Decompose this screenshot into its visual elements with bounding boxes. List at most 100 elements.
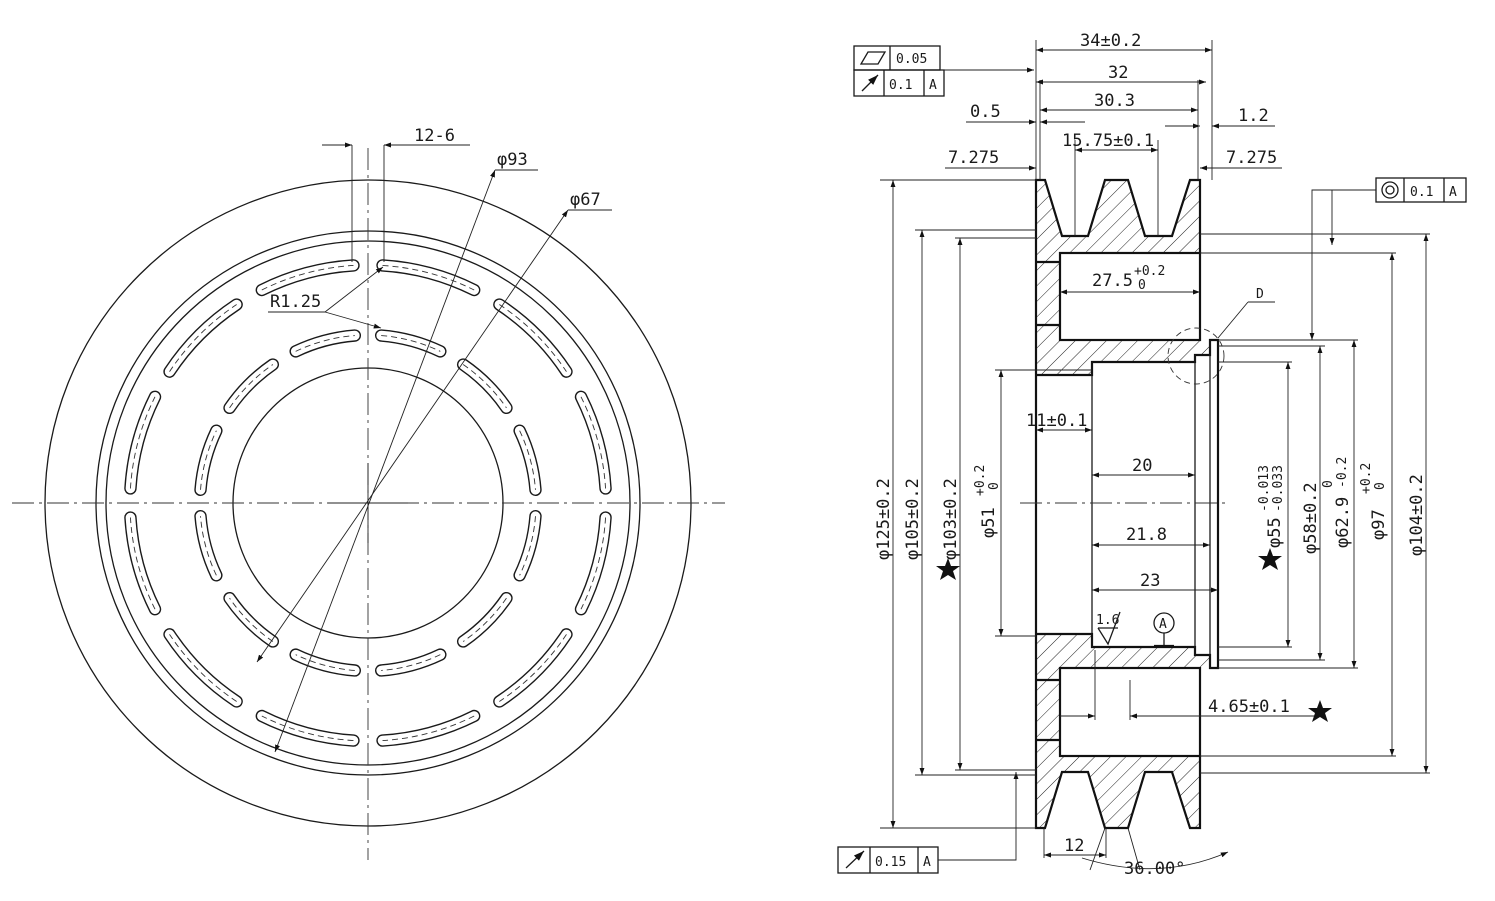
- runout-bottom-icon: [845, 850, 865, 869]
- datum-a-symbol: A: [1153, 612, 1175, 648]
- runout-bottom-frame: 0.15 A: [837, 846, 939, 874]
- dim-dia97-tol-low: 0: [1373, 482, 1388, 490]
- dim-dia105-label: φ105±0.2: [903, 478, 923, 560]
- lower-hole: [1058, 666, 1202, 758]
- slot-centerline: [200, 516, 217, 576]
- flatness-icon: [859, 51, 887, 65]
- slot-arc: [255, 259, 360, 297]
- dim-dia104-label: φ104±0.2: [1407, 474, 1427, 556]
- detail-circle: [1167, 327, 1225, 385]
- dim-4-65-label: 4.65±0.1: [1208, 697, 1290, 717]
- front-view: 12-6 φ93 φ67 R1.25: [12, 126, 725, 860]
- section-view: D 34±0.2 32 30.3 0.5 1.2 15.75±0.1 7.275…: [837, 31, 1467, 879]
- slot-arc: [255, 709, 360, 747]
- slot-arc: [574, 390, 612, 495]
- runout-icon: [861, 74, 879, 92]
- slot-arc: [163, 628, 243, 708]
- svg-text:1.6: 1.6: [1096, 613, 1119, 628]
- slot-arc: [223, 592, 279, 648]
- dim-15-75-label: 15.75±0.1: [1062, 131, 1154, 151]
- upper-rim-outline: [1034, 178, 1202, 262]
- slot-arc: [457, 358, 513, 414]
- slot-arc: [124, 511, 162, 616]
- dim-20-label: 20: [1132, 456, 1152, 476]
- hatch-lower-rim: [1036, 740, 1200, 828]
- hatch-upper-hub: [1036, 325, 1210, 375]
- dim-dia97-tol-up: +0.2: [1359, 463, 1374, 494]
- slot-arc: [124, 390, 162, 495]
- svg-text:A: A: [929, 78, 937, 93]
- dim-dia55-label: φ55: [1265, 517, 1285, 548]
- dim-dia97-label: φ97: [1369, 509, 1389, 540]
- dim-dia51-tol-low: 0: [987, 482, 1002, 490]
- runout-top-frame: 0.1 A: [853, 69, 945, 97]
- dim-30-3-label: 30.3: [1094, 91, 1135, 111]
- dim-34-label: 34±0.2: [1080, 31, 1141, 51]
- concentricity-frame: 0.1 A: [1375, 177, 1467, 203]
- hatch-upper-web: [1036, 262, 1060, 325]
- slot-dim-label: 12-6: [414, 126, 455, 146]
- dim-dia62-tol-low: -0.2: [1335, 457, 1350, 488]
- dim-12-label: 12: [1064, 836, 1084, 856]
- star-icon-4-65: [1308, 700, 1332, 722]
- svg-text:A: A: [923, 855, 931, 870]
- slot-arc: [163, 298, 243, 378]
- dim-27-5-label: 27.5: [1092, 271, 1133, 291]
- dim-dia51-tol-up: +0.2: [973, 465, 988, 496]
- radius-leader-2: [324, 311, 382, 329]
- dim-dia55-tol-low: -0.033: [1271, 465, 1286, 512]
- slot-arc: [194, 510, 223, 582]
- detail-leader: [1217, 301, 1249, 339]
- roughness-symbol: 1.6: [1096, 611, 1121, 646]
- dim-23-label: 23: [1140, 571, 1160, 591]
- dim-dia62-label: φ62.9: [1333, 497, 1353, 548]
- slot-arc: [376, 709, 481, 747]
- hatch-lower-web: [1036, 680, 1060, 740]
- slot-centerline: [200, 430, 217, 490]
- dim-dia62-tol-up: 0: [1321, 480, 1336, 488]
- slot-arc: [289, 329, 361, 358]
- svg-text:0.1: 0.1: [889, 78, 912, 93]
- dim-1-2-label: 1.2: [1238, 106, 1269, 126]
- angle-label: 36.00°: [1124, 859, 1185, 879]
- upper-hole: [1058, 251, 1202, 342]
- dim-27-5-tol-up: +0.2: [1134, 264, 1165, 279]
- dim-dia103-label: φ103±0.2: [941, 478, 961, 560]
- slot-arc: [457, 592, 513, 648]
- slot-arc: [375, 648, 447, 677]
- slot-centerline: [229, 364, 274, 409]
- slot-arc: [223, 358, 279, 414]
- runout-bottom-leader: [938, 772, 1019, 861]
- concentricity-leader-2: [1309, 189, 1332, 340]
- star-icon-dia103: [936, 558, 960, 580]
- slot-arc: [513, 510, 542, 582]
- slot-arc: [513, 424, 542, 496]
- svg-text:0.1: 0.1: [1410, 185, 1433, 200]
- radius-label: R1.25: [270, 292, 321, 312]
- dim-0-5-label: 0.5: [970, 102, 1001, 122]
- svg-text:A: A: [1449, 185, 1457, 200]
- hatch-lower-hub: [1036, 634, 1210, 680]
- dim-dia58-label: φ58±0.2: [1301, 482, 1321, 554]
- slot-arc: [375, 329, 447, 358]
- svg-text:A: A: [1159, 617, 1167, 632]
- dim-dia125-label: φ125±0.2: [874, 478, 894, 560]
- slot-arc: [376, 259, 481, 297]
- dia93-label: φ93: [497, 150, 528, 170]
- dim-27-5-tol-low: 0: [1138, 278, 1146, 293]
- detail-label: D: [1256, 287, 1264, 302]
- dim-21-8-label: 21.8: [1126, 525, 1167, 545]
- angle-leg-2: [1127, 827, 1141, 871]
- dia67-label: φ67: [570, 190, 601, 210]
- dim-11-label: 11±0.1: [1026, 411, 1087, 431]
- hatch-upper-rim: [1036, 180, 1200, 262]
- bore-outline: [1036, 338, 1220, 670]
- radius-leader-1: [324, 266, 384, 313]
- dim-32-label: 32: [1108, 63, 1128, 83]
- dim-7-275-l-label: 7.275: [948, 148, 999, 168]
- svg-text:0.15: 0.15: [875, 855, 906, 870]
- concentricity-leader: [1329, 189, 1376, 245]
- dim-7-275-r-label: 7.275: [1226, 148, 1277, 168]
- dia67-leader: [256, 209, 569, 663]
